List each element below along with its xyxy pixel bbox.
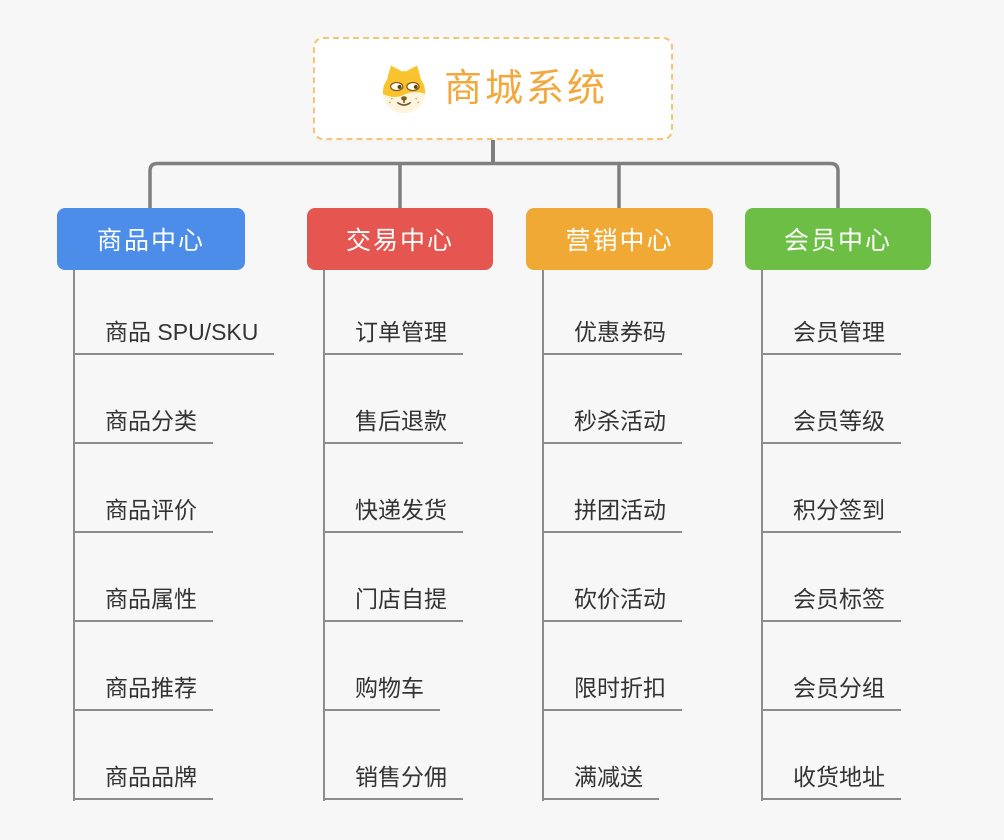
leaf-topic[interactable]: 秒杀活动	[542, 408, 682, 444]
leaf-topic[interactable]: 商品评价	[73, 497, 213, 533]
branch-trunk-line	[323, 270, 325, 801]
leaf-topic[interactable]: 优惠券码	[542, 319, 682, 355]
leaf-topic[interactable]: 积分签到	[761, 497, 901, 533]
leaf-topic[interactable]: 会员标签	[761, 586, 901, 622]
leaf-topic[interactable]: 门店自提	[323, 586, 463, 622]
leaf-topic[interactable]: 收货地址	[761, 764, 901, 800]
branch-marketing-center[interactable]: 营销中心	[526, 208, 713, 270]
branch-trade-center[interactable]: 交易中心	[307, 208, 493, 270]
leaf-topic[interactable]: 订单管理	[323, 319, 463, 355]
leaf-topic[interactable]: 购物车	[323, 675, 440, 711]
branch-trunk-line	[73, 270, 75, 801]
leaf-topic[interactable]: 限时折扣	[542, 675, 682, 711]
dog-face-icon	[382, 64, 426, 113]
leaf-topic[interactable]: 商品品牌	[73, 764, 213, 800]
branch-member-center[interactable]: 会员中心	[745, 208, 931, 270]
leaf-topic[interactable]: 会员管理	[761, 319, 901, 355]
leaf-topic[interactable]: 商品推荐	[73, 675, 213, 711]
branch-trunk-line	[761, 270, 763, 801]
leaf-topic[interactable]: 砍价活动	[542, 586, 682, 622]
leaf-topic[interactable]: 商品属性	[73, 586, 213, 622]
leaf-topic[interactable]: 会员等级	[761, 408, 901, 444]
leaf-topic[interactable]: 会员分组	[761, 675, 901, 711]
leaf-topic[interactable]: 商品 SPU/SKU	[73, 319, 275, 355]
branch-product-center[interactable]: 商品中心	[57, 208, 245, 270]
leaf-topic[interactable]: 商品分类	[73, 408, 213, 444]
root-topic[interactable]: 商城系统	[313, 37, 673, 140]
leaf-topic[interactable]: 满减送	[542, 764, 659, 800]
leaf-topic[interactable]: 销售分佣	[323, 764, 463, 800]
leaf-topic[interactable]: 快递发货	[323, 497, 463, 533]
leaf-topic[interactable]: 售后退款	[323, 408, 463, 444]
leaf-topic[interactable]: 拼团活动	[542, 497, 682, 533]
root-topic-title: 商城系统	[443, 67, 608, 110]
branch-trunk-line	[542, 270, 544, 801]
